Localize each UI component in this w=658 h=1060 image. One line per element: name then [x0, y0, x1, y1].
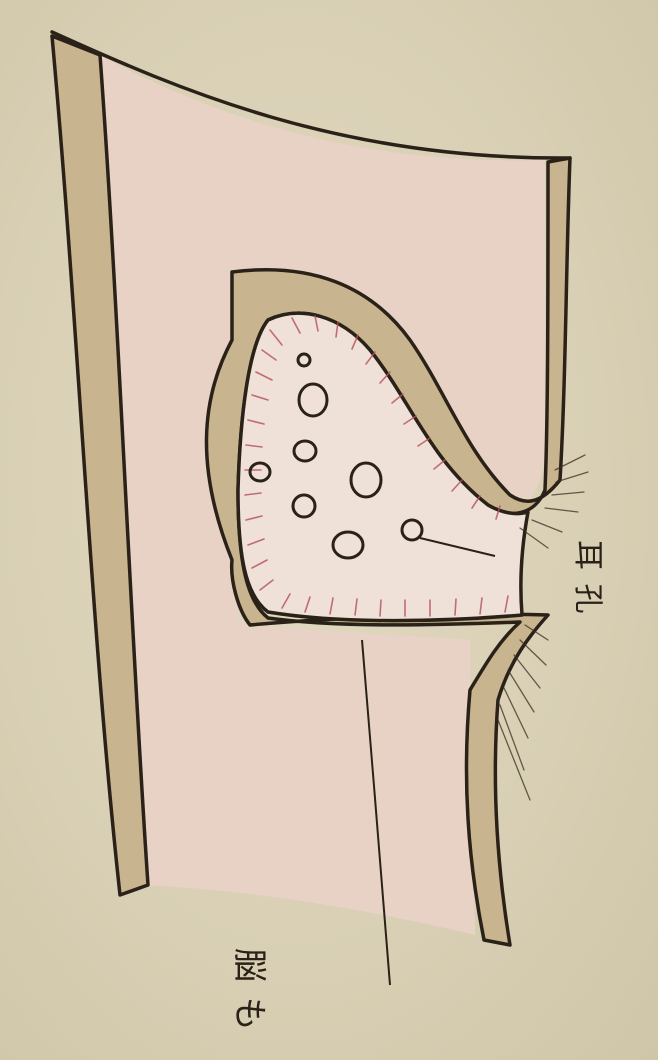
brain-label: 脳 も [232, 948, 266, 1033]
ear-hole-label: 耳 孔 [572, 540, 602, 616]
